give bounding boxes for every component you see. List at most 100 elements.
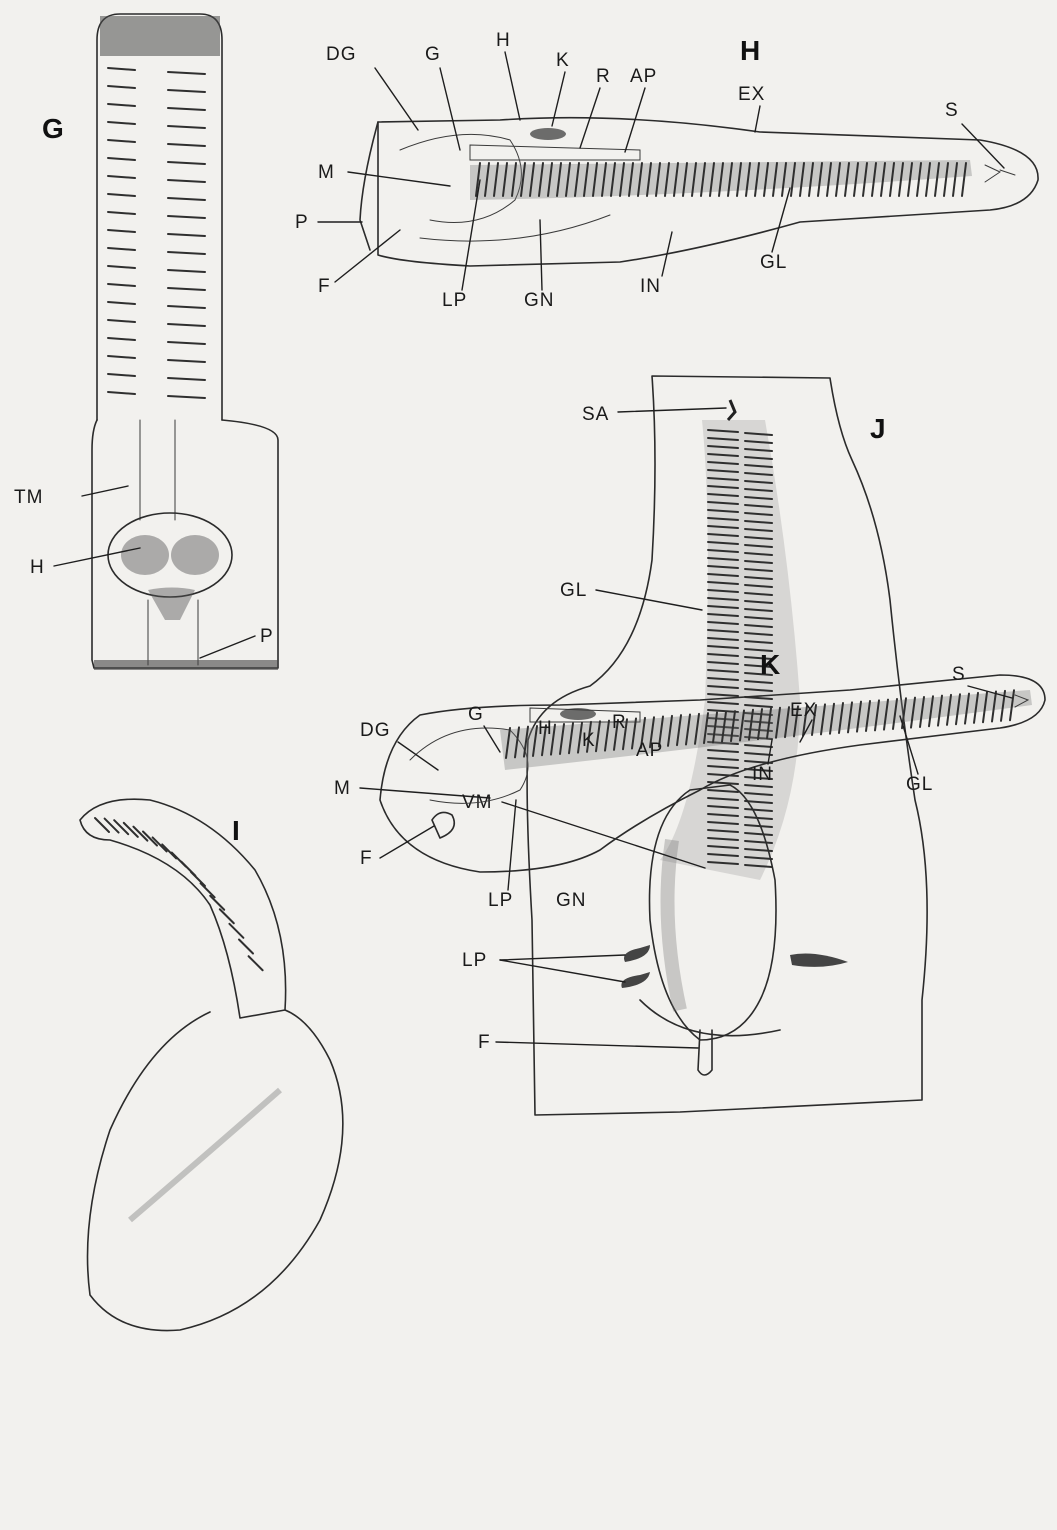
figure-j-vm-shading xyxy=(668,840,681,1010)
figure-j-f xyxy=(698,1030,712,1075)
figure-k-label-s: S xyxy=(952,664,966,685)
figure-g-wrinkle xyxy=(108,230,135,232)
figure-k-label-k: K xyxy=(582,730,596,751)
figure-i-neck-outline xyxy=(80,799,286,1018)
figure-g-wrinkle xyxy=(168,72,205,74)
figure-i: I xyxy=(80,799,343,1330)
figure-g-neck-shading xyxy=(148,588,195,621)
figure-k-label-f: F xyxy=(360,848,373,869)
figure-h-label-f: F xyxy=(318,276,331,297)
figure-g-wrinkle xyxy=(108,248,135,250)
figure-i-neck-stroke xyxy=(249,956,263,970)
figure-h-leader-g xyxy=(440,68,460,150)
figure-g-wrinkle xyxy=(108,284,135,286)
figure-g-wrinkle xyxy=(168,108,205,110)
figure-g-wrinkle xyxy=(168,324,205,326)
figure-g-wrinkle xyxy=(108,320,135,322)
figure-h-leader-h xyxy=(505,52,520,120)
figure-g-wrinkle xyxy=(168,126,205,128)
figure-h-leader-gn xyxy=(540,220,542,290)
figure-g-wrinkle xyxy=(108,104,135,106)
figure-h-leader-ex xyxy=(755,106,760,132)
figure-k-label-g: G xyxy=(468,704,484,725)
figure-j-collar xyxy=(640,1000,780,1036)
figure-h-title: H xyxy=(740,35,760,66)
figure-j-label-lp: LP xyxy=(462,950,487,971)
figure-j-leader-f xyxy=(496,1042,698,1048)
figure-h-label-m: M xyxy=(318,162,335,183)
figure-g-wrinkle xyxy=(108,266,135,268)
figure-k-leader-lp xyxy=(508,800,516,890)
figure-g-wrinkle xyxy=(108,392,135,394)
figure-j-lp-left-lower xyxy=(621,972,650,988)
figure-i-bulb-shading xyxy=(130,1090,280,1220)
figure-g-label-h: H xyxy=(30,557,45,578)
figure-i-title: I xyxy=(232,815,240,846)
figure-g-wrinkle xyxy=(108,176,135,178)
figure-g-body-hatching xyxy=(108,68,205,398)
figure-h-label-dg: DG xyxy=(326,44,357,65)
figure-k-leader-dg xyxy=(398,742,438,770)
figure-g-wrinkle xyxy=(168,144,205,146)
figure-g-wrinkle xyxy=(108,158,135,160)
figure-h-leader-f xyxy=(335,230,400,282)
figure-k-label-dg: DG xyxy=(360,720,391,741)
figure-k-k xyxy=(560,708,596,720)
figure-h-label-lp: LP xyxy=(442,290,467,311)
figure-g-leader-p xyxy=(200,636,255,658)
figure-j-label-gl: GL xyxy=(560,580,587,601)
figure-g-wrinkle xyxy=(168,378,205,380)
figure-g-wrinkle xyxy=(168,90,205,92)
figure-h-label-ap: AP xyxy=(630,66,657,87)
figure-h-leader-gl xyxy=(772,188,790,252)
figure-g: G TM H P xyxy=(14,14,278,670)
figure-k: K DG G H K R AP EX S M F LP GN IN GL xyxy=(334,649,1045,911)
figure-g-wrinkle xyxy=(168,234,205,236)
figure-j-lp-right xyxy=(790,954,848,967)
figure-i-neck-stroke xyxy=(220,909,234,923)
figure-k-label-ex: EX xyxy=(790,700,817,721)
figure-h-label-g: G xyxy=(425,44,441,65)
figure-k-leader-g xyxy=(484,726,500,752)
figure-g-wrinkle xyxy=(168,360,205,362)
figure-g-wrinkle xyxy=(168,306,205,308)
figure-g-wrinkle xyxy=(108,68,135,70)
figure-g-wrinkle xyxy=(168,270,205,272)
figure-g-wrinkle xyxy=(168,180,205,182)
figure-h-label-in: IN xyxy=(640,276,661,297)
figure-g-wrinkle xyxy=(168,252,205,254)
figure-h-s xyxy=(985,165,1015,182)
figure-k-f xyxy=(432,812,454,838)
figure-g-base-plate xyxy=(94,660,278,670)
figure-k-label-h: H xyxy=(538,718,553,739)
figure-k-label-lp: LP xyxy=(488,890,513,911)
figure-h-label-gn: GN xyxy=(524,290,555,311)
figure-i-neck-stroke xyxy=(229,924,243,938)
figure-h-label-ex: EX xyxy=(738,84,765,105)
figure-k-leader-f xyxy=(380,826,434,858)
figure-i-bulb-outline xyxy=(88,1010,343,1331)
figure-k-leader-gl xyxy=(900,716,918,774)
figure-k-label-gn: GN xyxy=(556,890,587,911)
figure-h-label-k: K xyxy=(556,50,570,71)
figure-g-title: G xyxy=(42,113,64,144)
figure-g-wrinkle xyxy=(108,122,135,124)
figure-h-hood xyxy=(470,145,640,160)
figure-j-leader-sa xyxy=(618,408,726,412)
figure-h-label-gl: GL xyxy=(760,252,787,273)
figure-g-wrinkle xyxy=(108,140,135,142)
figure-h-anterior-rim xyxy=(360,122,378,250)
figure-k-label-m: M xyxy=(334,778,351,799)
figure-g-wrinkle xyxy=(108,212,135,214)
figure-g-wrinkle xyxy=(108,374,135,376)
figure-j-leader-gl xyxy=(596,590,702,610)
figure-j-label-sa: SA xyxy=(582,404,609,425)
figure-g-wrinkle xyxy=(108,86,135,88)
figure-g-wrinkle xyxy=(168,198,205,200)
figure-j-label-f: F xyxy=(478,1032,491,1053)
figure-i-neck-stroke xyxy=(114,820,128,834)
figure-h-label-r: R xyxy=(596,66,611,87)
figure-i-neck-stroke xyxy=(210,896,224,910)
figure-g-wrinkle xyxy=(108,194,135,196)
